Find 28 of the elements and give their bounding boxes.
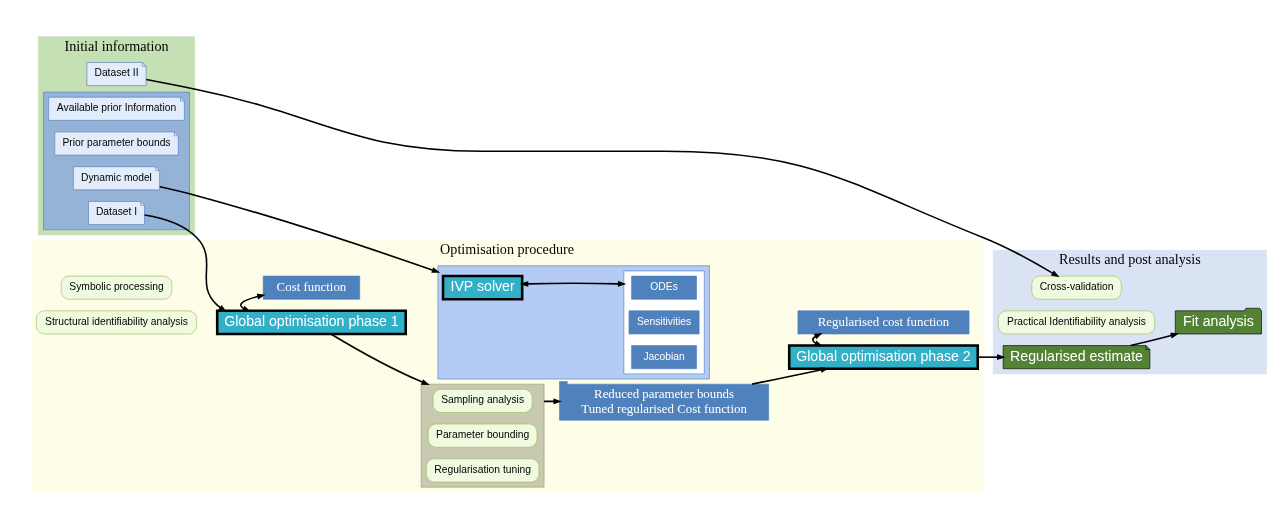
arrow xyxy=(751,366,830,385)
node-box: Regularisation tuning xyxy=(426,458,540,482)
node-box: Structural identifiability analysis xyxy=(36,310,197,334)
arrow xyxy=(145,78,1060,277)
node-box: Parameter bounding xyxy=(427,423,538,448)
arrow xyxy=(519,280,627,287)
arrow xyxy=(1129,332,1180,346)
node-box: Symbolic processing xyxy=(60,275,173,300)
node-box: Practical Identifiability analysis xyxy=(998,310,1155,334)
node-box: Sensitivities xyxy=(628,310,700,334)
cluster xyxy=(623,270,705,374)
arrow xyxy=(976,353,1006,360)
node-box: Jacobian xyxy=(631,344,697,369)
node-box: Regularised cost function xyxy=(797,310,970,334)
node-box: Cost function xyxy=(262,275,361,300)
arrow xyxy=(159,185,441,273)
arrow xyxy=(330,332,430,385)
node-box: ODEs xyxy=(631,275,697,300)
node-box: Cross-validation xyxy=(1031,275,1122,300)
node-box: IVP solver xyxy=(441,274,524,301)
cluster xyxy=(420,383,545,487)
arrow xyxy=(143,213,227,312)
arrow xyxy=(240,293,266,312)
node-box: Global optimisation phase 1 xyxy=(215,309,407,335)
cluster xyxy=(43,91,190,230)
node-box: Global optimisation phase 2 xyxy=(787,343,980,370)
cluster xyxy=(437,264,710,379)
node-box: Sampling analysis xyxy=(432,388,533,413)
